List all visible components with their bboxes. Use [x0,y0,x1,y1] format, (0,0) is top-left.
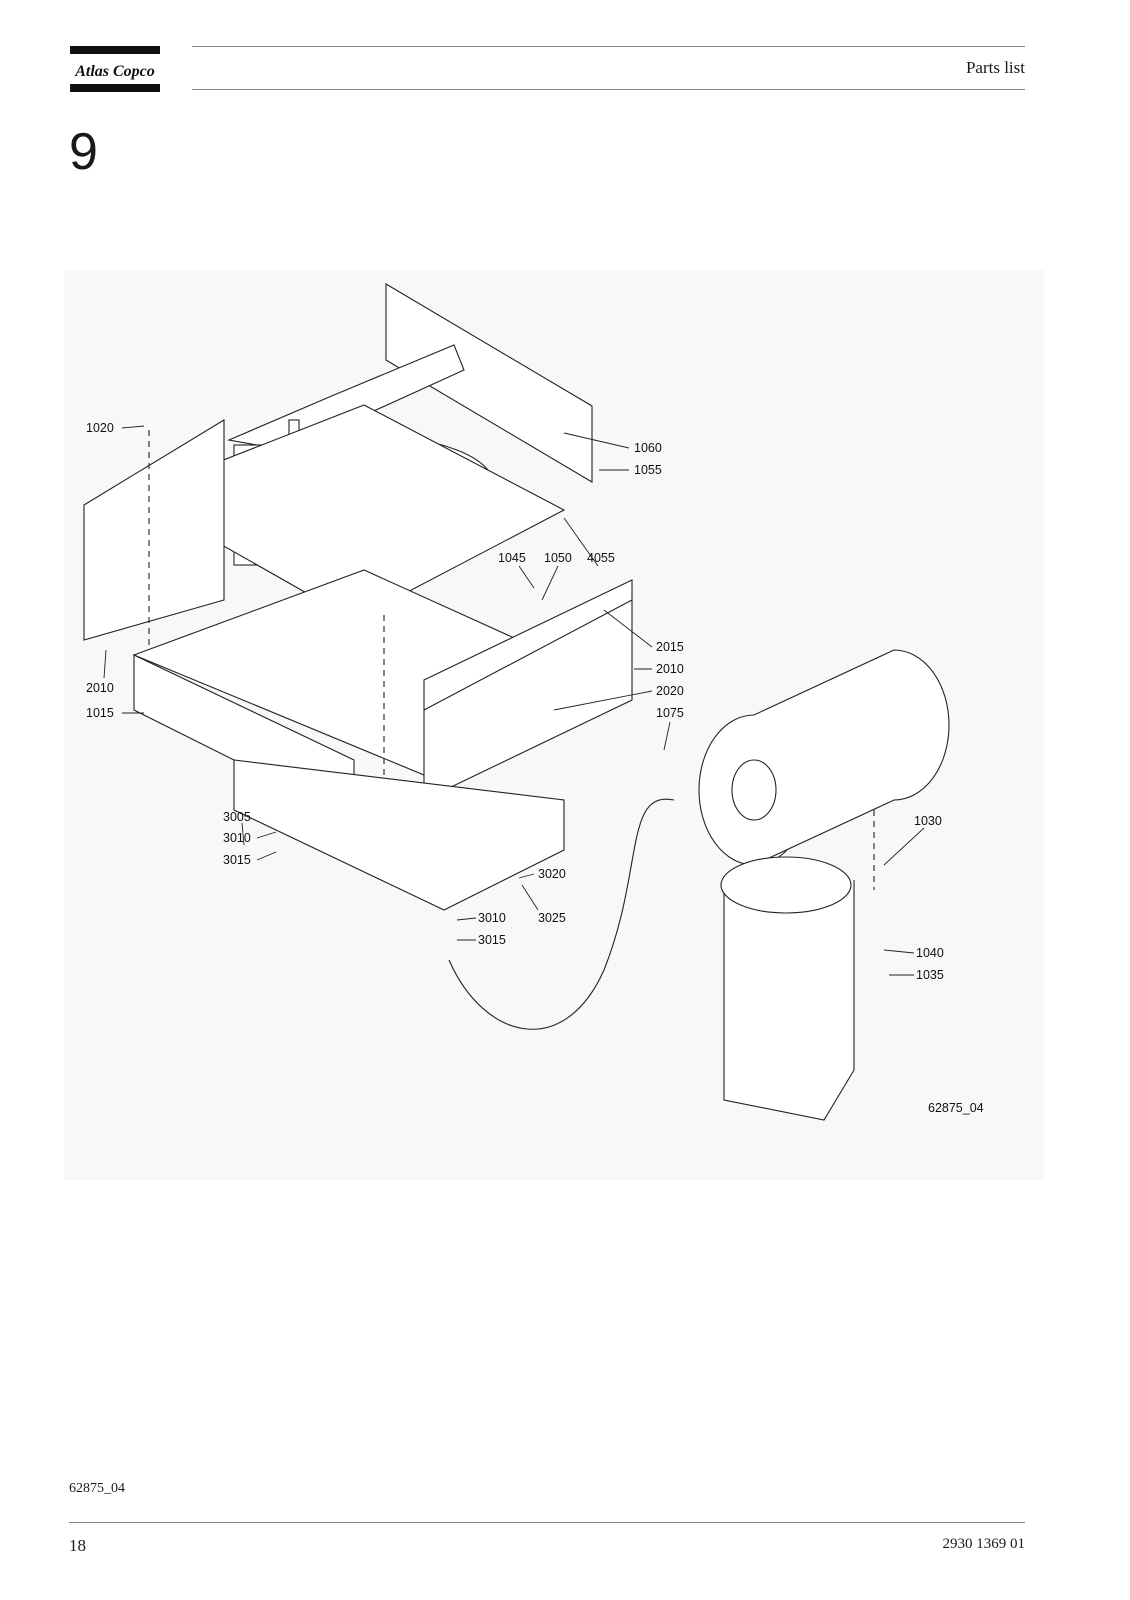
svg-text:Atlas Copco: Atlas Copco [74,63,155,80]
motor-body [753,649,950,866]
callout-3005: 3005 [223,810,251,824]
flexible-hose [448,798,675,1030]
rear-panel [385,283,593,483]
callout-3015-left: 3015 [223,853,251,867]
callout-1035: 1035 [916,968,944,982]
callout-1050: 1050 [544,551,572,565]
exploded-parts-drawing: 1020 1060 1055 1045 1050 4055 2015 2010 … [64,270,1044,1180]
header-rule-top [192,46,1025,47]
callout-3015-right: 3015 [478,933,506,947]
right-front-panel [423,579,633,801]
callout-1055: 1055 [634,463,662,477]
drawing-canvas: 1020 1060 1055 1045 1050 4055 2015 2010 … [83,283,984,1121]
section-number: 9 [69,123,98,181]
callout-3025: 3025 [538,911,566,925]
footer-rule [69,1522,1025,1523]
callout-1075: 1075 [656,706,684,720]
compressor-element [723,880,855,1121]
drawing-id-label: 62875_04 [928,1101,984,1115]
callout-1040: 1040 [916,946,944,960]
callout-1060: 1060 [634,441,662,455]
header-rule-bottom [192,89,1025,90]
document-number: 2930 1369 01 [942,1536,1026,1552]
callout-4055: 4055 [587,551,615,565]
header-title: Parts list [965,58,1025,77]
callout-1020: 1020 [86,421,114,435]
atlas-copco-logo: Atlas Copco [70,46,160,92]
callout-1030: 1030 [914,814,942,828]
page-number: 18 [69,1536,86,1555]
callout-labels: 1020 1060 1055 1045 1050 4055 2015 2010 … [86,421,984,1115]
callout-2020: 2020 [656,684,684,698]
callout-2010-left: 2010 [86,681,114,695]
figure-reference: 62875_04 [69,1481,125,1496]
callout-1015: 1015 [86,706,114,720]
lower-cabinet [233,759,565,911]
top-plate [132,404,566,621]
left-side-panel [83,419,225,641]
callout-3020: 3020 [538,867,566,881]
callout-3010-right: 3010 [478,911,506,925]
callout-3010-left: 3010 [223,831,251,845]
callout-2010-right: 2010 [656,662,684,676]
callout-2015: 2015 [656,640,684,654]
callout-1045: 1045 [498,551,526,565]
callout-leaders [103,425,925,976]
